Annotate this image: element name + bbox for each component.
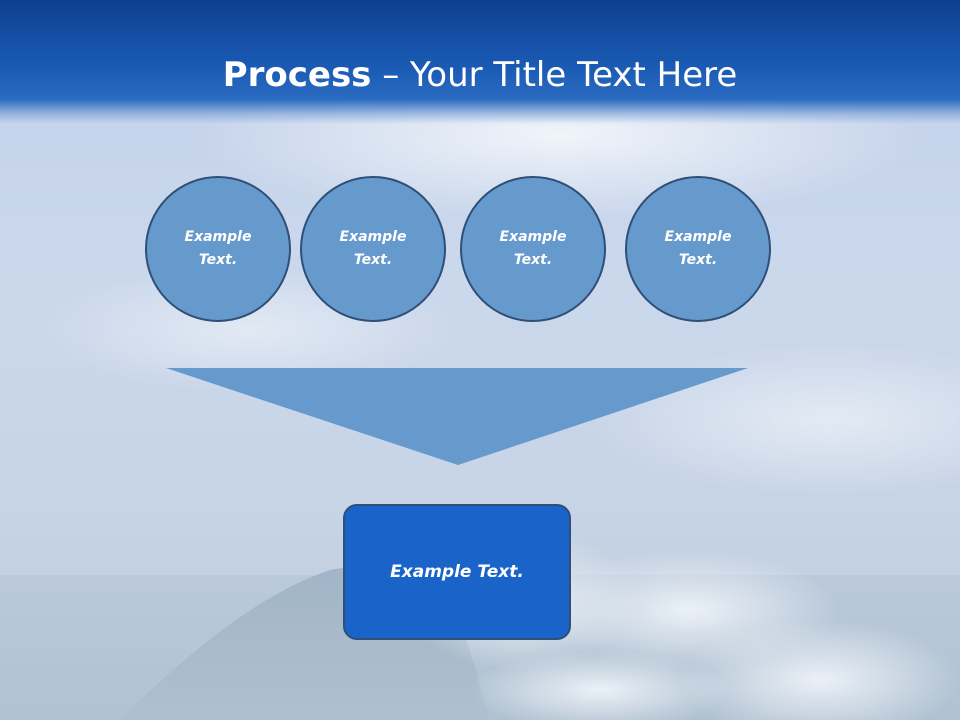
title-bold-part: Process (222, 55, 372, 95)
step-2-line-1: Example (339, 229, 407, 245)
title-rest-part: – Your Title Text Here (371, 55, 738, 95)
result-label: Example Text. (390, 562, 524, 582)
step-4-line-1: Example (664, 229, 732, 245)
funnel-triangle (166, 368, 748, 465)
slide-title: Process – Your Title Text Here (0, 50, 960, 100)
step-3-line-1: Example (499, 229, 567, 245)
funnel-shape (166, 368, 748, 465)
step-3-line-2: Text. (513, 252, 553, 268)
result-box: Example Text. (343, 504, 571, 640)
step-1-line-2: Text. (198, 252, 238, 268)
step-2-line-2: Text. (353, 252, 393, 268)
step-4-line-2: Text. (678, 252, 718, 268)
step-1-line-1: Example (184, 229, 252, 245)
title-band (0, 0, 960, 124)
